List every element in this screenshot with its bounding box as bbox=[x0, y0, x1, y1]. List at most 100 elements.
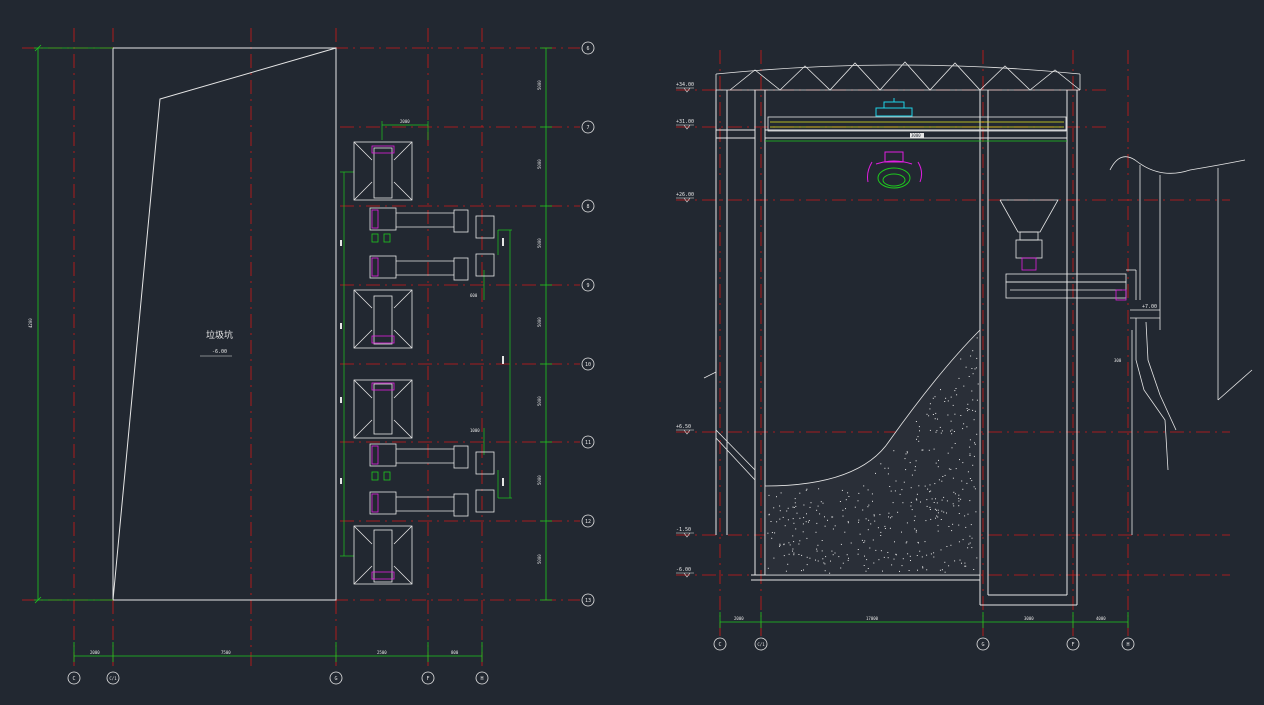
pile-speck bbox=[969, 535, 971, 537]
grid-bubble-C1: C/1 bbox=[106, 671, 120, 685]
pile-speck bbox=[877, 527, 879, 529]
pile-speck bbox=[961, 562, 962, 564]
pile-speck bbox=[935, 498, 936, 500]
pile-speck bbox=[805, 521, 807, 523]
pile-speck bbox=[899, 493, 901, 495]
pile-speck bbox=[972, 464, 974, 466]
pile-speck bbox=[870, 523, 872, 525]
pile-speck bbox=[918, 542, 919, 544]
pile-speck bbox=[830, 560, 831, 562]
pile-speck bbox=[922, 449, 924, 451]
grid-bubble-H: H bbox=[475, 671, 489, 685]
pile-speck bbox=[880, 550, 882, 552]
pile-speck bbox=[943, 511, 945, 513]
pile-speck bbox=[926, 554, 928, 556]
pile-speck bbox=[935, 462, 937, 464]
pile-speck bbox=[941, 499, 943, 501]
pile-speck bbox=[964, 515, 966, 517]
pile-speck bbox=[973, 486, 975, 488]
pile-speck bbox=[929, 408, 931, 410]
pile-speck bbox=[973, 569, 975, 570]
pile-speck bbox=[864, 540, 866, 542]
section-bubble-F: F bbox=[1066, 637, 1080, 651]
pile-speck bbox=[906, 452, 908, 454]
pile-speck bbox=[859, 533, 861, 535]
pile-speck bbox=[884, 528, 886, 529]
pile-speck bbox=[947, 414, 949, 416]
pile-speck bbox=[964, 562, 966, 564]
pile-speck bbox=[867, 489, 869, 491]
pile-speck bbox=[937, 509, 939, 511]
pile-speck bbox=[793, 541, 795, 543]
pile-speck bbox=[787, 519, 789, 521]
pile-speck bbox=[904, 458, 906, 460]
svg-text:G: G bbox=[981, 642, 984, 648]
pile-speck bbox=[916, 555, 918, 556]
pile-speck bbox=[818, 488, 820, 490]
pile-speck bbox=[899, 570, 900, 572]
pile-speck bbox=[831, 550, 833, 552]
pile-speck bbox=[939, 569, 941, 571]
pile-speck bbox=[832, 516, 834, 518]
pile-speck bbox=[922, 567, 924, 569]
pile-speck bbox=[848, 496, 850, 497]
pile-speck bbox=[795, 505, 797, 507]
slope-dim-label: 300 bbox=[1114, 358, 1122, 363]
pile-speck bbox=[892, 502, 894, 504]
pile-speck bbox=[925, 520, 927, 522]
pile-speck bbox=[960, 498, 962, 500]
section-bubble-G: G bbox=[976, 637, 990, 651]
pile-speck bbox=[976, 357, 978, 359]
pile-speck bbox=[930, 518, 932, 520]
pile-speck bbox=[803, 517, 805, 519]
pile-speck bbox=[827, 519, 828, 521]
pile-speck bbox=[816, 550, 818, 552]
pile-speck bbox=[962, 462, 964, 464]
pile-speck bbox=[868, 504, 870, 506]
pile-speck bbox=[955, 468, 957, 470]
pile-speck bbox=[801, 554, 803, 556]
pile-speck bbox=[839, 501, 841, 502]
pile-speck bbox=[779, 510, 781, 512]
pile-speck bbox=[910, 505, 912, 507]
pile-speck bbox=[967, 471, 969, 473]
pile-speck bbox=[976, 433, 978, 435]
pile-speck bbox=[845, 499, 847, 501]
plan-view: 垃圾坑 -6.00 4200 2000 7500 2500 800 bbox=[22, 28, 595, 685]
pile-speck bbox=[967, 547, 969, 549]
pile-speck bbox=[815, 559, 816, 561]
roof-truss bbox=[715, 61, 1081, 91]
pile-speck bbox=[928, 449, 930, 451]
pile-speck bbox=[786, 510, 788, 512]
bunker-area-level: -6.00 bbox=[212, 349, 227, 355]
right-dim-4: 5000 bbox=[537, 317, 542, 327]
svg-text:12: 12 bbox=[585, 519, 591, 525]
pile-speck bbox=[854, 506, 856, 508]
pile-speck bbox=[930, 553, 932, 555]
pile-speck bbox=[929, 484, 931, 486]
pile-speck bbox=[954, 493, 956, 495]
pile-speck bbox=[821, 540, 823, 541]
pile-speck bbox=[890, 517, 891, 519]
pile-speck bbox=[793, 522, 795, 524]
pile-speck bbox=[936, 509, 937, 511]
pile-speck bbox=[873, 514, 875, 516]
pile-speck bbox=[822, 502, 824, 504]
pile-speck bbox=[878, 559, 880, 561]
pile-speck bbox=[969, 542, 971, 544]
pile-speck bbox=[968, 543, 970, 545]
pile-speck bbox=[842, 515, 844, 517]
pile-speck bbox=[924, 541, 926, 543]
pile-speck bbox=[959, 459, 960, 461]
pile-speck bbox=[965, 366, 967, 368]
pile-speck bbox=[929, 429, 931, 431]
pile-speck bbox=[967, 513, 969, 515]
pile-speck bbox=[887, 557, 889, 559]
pile-speck bbox=[967, 403, 969, 405]
pile-speck bbox=[794, 502, 796, 504]
overall-dimension bbox=[34, 44, 113, 604]
left-bar-ticks bbox=[340, 238, 504, 486]
pile-speck bbox=[953, 491, 955, 493]
pile-speck bbox=[975, 367, 977, 369]
bunker-outline bbox=[112, 47, 337, 601]
